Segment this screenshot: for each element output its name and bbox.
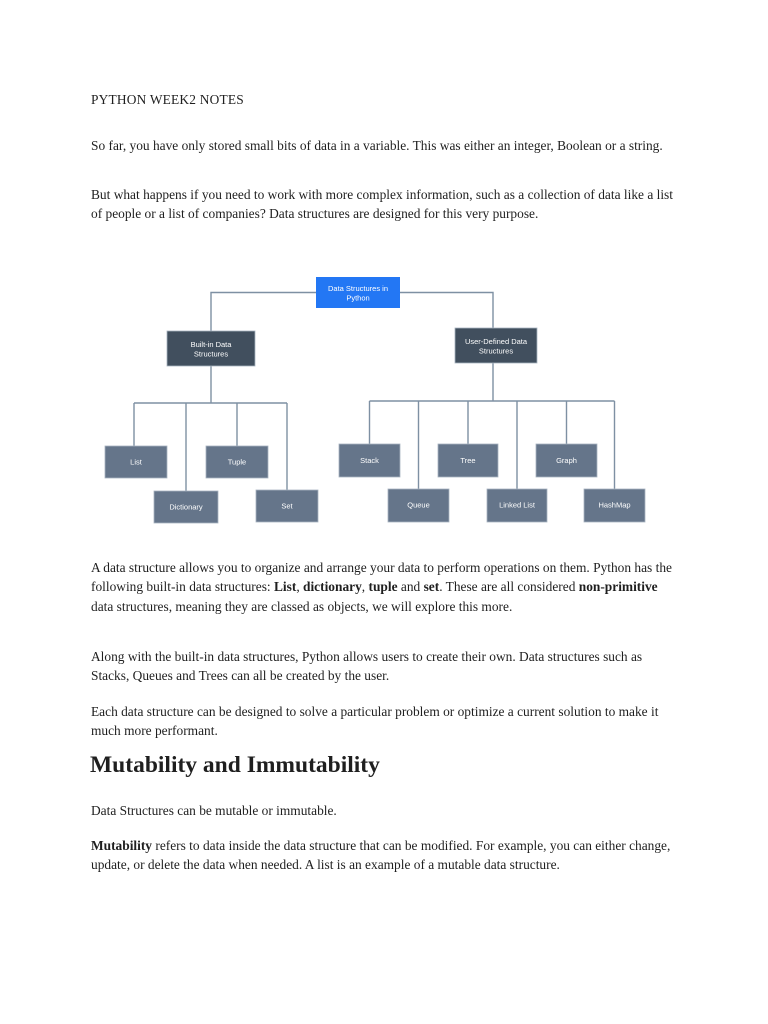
node-tuple-rect: [205, 445, 269, 479]
node-stack-label: Stack: [360, 456, 379, 465]
paragraph-mutability-definition: Mutability refers to data inside the dat…: [91, 836, 679, 875]
p3-seg-10: data structures, meaning they are classe…: [91, 598, 513, 614]
node-graph-rect: [535, 443, 598, 478]
doc-title: PYTHON WEEK2 NOTES: [91, 92, 244, 107]
node-tuple-label: Tuple: [228, 458, 246, 467]
p3-bold-tuple: tuple: [368, 579, 398, 595]
node-dictionary-rect: [153, 490, 219, 524]
node-queue: Queue: [387, 488, 450, 523]
paragraph-builtin-structures: A data structure allows you to organize …: [91, 558, 679, 616]
p3-bold-dictionary: dictionary: [303, 579, 362, 595]
paragraph-performant: Each data structure can be designed to s…: [91, 704, 659, 739]
node-data-structures-in-python: Data Structures in Python: [316, 277, 400, 308]
p3-bold-list: List: [273, 579, 297, 595]
paragraph-complex-info: But what happens if you need to work wit…: [91, 187, 673, 222]
node-linked-list-label: Linked List: [499, 501, 536, 510]
node-queue-label: Queue: [407, 501, 430, 510]
p3-seg-8: . These are all considered: [439, 579, 579, 595]
node-set: Set: [255, 489, 319, 523]
diagram-svg: Data Structures in Python Built-in Data …: [104, 277, 646, 524]
node-linked-list-rect: [486, 488, 548, 523]
p7-bold-mutability: Mutability: [91, 838, 153, 853]
paragraph-mutable-or-immutable: Data Structures can be mutable or immuta…: [91, 803, 337, 818]
node-graph-label: Graph: [556, 456, 577, 465]
node-builtin-label-line1: Built-in Data: [191, 340, 233, 349]
node-stack-rect: [338, 443, 401, 478]
data-structures-diagram: Data Structures in Python Built-in Data …: [95, 270, 655, 526]
node-graph: Graph: [535, 443, 598, 478]
p3-seg-6: and: [397, 579, 424, 595]
p7-seg-1: refers to data inside the data structure…: [91, 838, 671, 873]
node-tree: Tree: [437, 443, 499, 478]
paragraph-user-created: Along with the built-in data structures,…: [91, 649, 643, 684]
heading-mutability: Mutability and Immutability: [90, 752, 380, 778]
node-list-label: List: [130, 458, 143, 467]
node-set-rect: [255, 489, 319, 523]
node-dictionary: Dictionary: [153, 490, 219, 524]
node-queue-rect: [387, 488, 450, 523]
node-builtin-rect: [166, 330, 256, 367]
diagram-connectors: [133, 291, 616, 491]
p3-bold-non-primitive: non-primitive: [578, 579, 658, 595]
node-root-label-line1: Data Structures in: [328, 284, 388, 293]
node-list-rect: [104, 445, 168, 479]
node-root-rect: [316, 277, 400, 308]
p3-seg-2: ,: [296, 579, 304, 595]
node-root-label-line2: Python: [346, 294, 369, 303]
p3-bold-set: set: [423, 579, 440, 595]
node-hashmap: HashMap: [583, 488, 646, 523]
node-tree-label: Tree: [460, 456, 475, 465]
p3-seg-0: A data structure allows you to organize …: [91, 560, 672, 595]
node-linked-list: Linked List: [486, 488, 548, 523]
paragraph-intro: So far, you have only stored small bits …: [91, 138, 663, 153]
node-userdef-label-line2: Structures: [479, 347, 513, 356]
node-builtin-label-line2: Structures: [194, 350, 228, 359]
node-hashmap-rect: [583, 488, 646, 523]
node-list: List: [104, 445, 168, 479]
node-set-label: Set: [281, 502, 293, 511]
node-built-in-data-structures: Built-in Data Structures: [166, 330, 256, 367]
node-stack: Stack: [338, 443, 401, 478]
node-userdef-label-line1: User-Defined Data: [465, 337, 528, 346]
node-hashmap-label: HashMap: [598, 501, 630, 510]
node-user-defined-data-structures: User-Defined Data Structures: [454, 327, 538, 364]
node-userdef-rect: [454, 327, 538, 364]
node-dictionary-label: Dictionary: [169, 503, 203, 512]
node-tree-rect: [437, 443, 499, 478]
node-tuple: Tuple: [205, 445, 269, 479]
p3-seg-4: ,: [361, 579, 369, 595]
